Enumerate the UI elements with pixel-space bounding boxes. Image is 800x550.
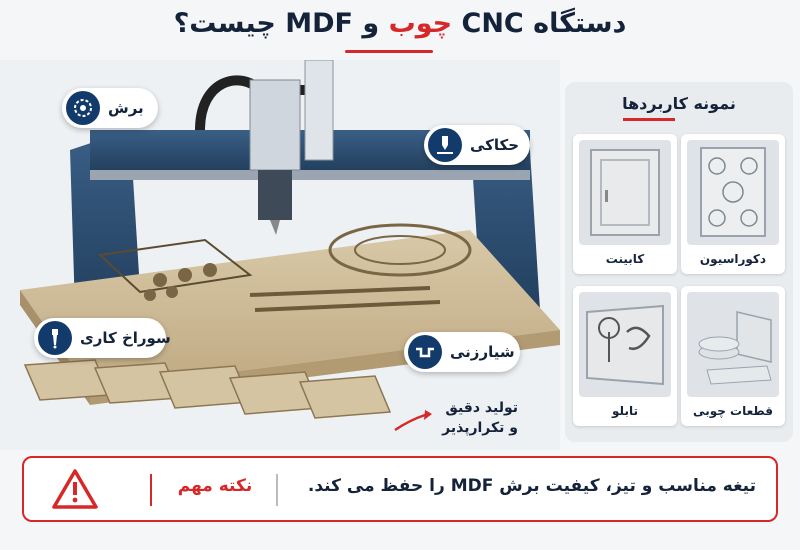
- cabinet-image: [579, 140, 671, 245]
- groove-channel-icon: [408, 335, 442, 369]
- callout-engrave: حکاکی: [424, 125, 530, 165]
- application-caption-sign: تابلو: [612, 404, 638, 418]
- title-prefix: دستگاه CNC: [461, 8, 627, 39]
- important-note: نکته مهم تیغه مناسب و تیز، کیفیت برش MDF…: [22, 456, 778, 522]
- application-caption-wood-parts: قطعات چوبی: [693, 404, 773, 418]
- callout-drill: سوراخ کاری: [34, 318, 171, 358]
- title-highlight: چوب: [388, 8, 453, 39]
- application-card-decoration: دکوراسیون: [681, 134, 785, 274]
- laser-engrave-icon: [428, 128, 462, 162]
- precision-note: تولید دقیق و تکرارپذیر: [428, 398, 518, 438]
- title-suffix: و MDF چیست؟: [173, 8, 380, 39]
- application-caption-cabinet: کابینت: [605, 252, 645, 266]
- note-text: تیغه مناسب و تیز، کیفیت برش MDF را حفظ م…: [307, 476, 756, 496]
- precision-line-1: تولید دقیق: [445, 400, 518, 416]
- callout-engrave-label: حکاکی: [470, 136, 520, 154]
- precision-line-2: و تکرارپذیر: [442, 420, 518, 436]
- application-card-wood-parts: قطعات چوبی: [681, 286, 785, 426]
- drill-bit-icon: [38, 321, 72, 355]
- applications-underline: [623, 118, 675, 121]
- callout-groove-label: شیارزنی: [450, 343, 515, 361]
- title-underline: [345, 50, 433, 53]
- note-divider-grey: [276, 474, 278, 506]
- applications-title: نمونه کاربردها: [622, 94, 736, 113]
- callout-groove: شیارزنی: [404, 332, 520, 372]
- note-label: نکته مهم: [177, 476, 253, 496]
- decoration-image: [687, 140, 779, 245]
- callout-drill-label: سوراخ کاری: [80, 329, 171, 347]
- application-card-cabinet: کابینت: [573, 134, 677, 274]
- application-card-sign: تابلو: [573, 286, 677, 426]
- page-title: دستگاه CNC چوب و MDF چیست؟: [0, 8, 800, 39]
- applications-panel: نمونه کاربردها کابینت دکوراسیون تابلو قط…: [565, 82, 793, 442]
- callout-cut-label: برش: [108, 99, 144, 117]
- callout-cut: برش: [62, 88, 158, 128]
- wood-parts-image: [687, 292, 779, 397]
- sign-image: [579, 292, 671, 397]
- warning-triangle-icon: [52, 469, 98, 509]
- note-divider-red: [150, 474, 152, 506]
- saw-blade-icon: [66, 91, 100, 125]
- application-caption-decoration: دکوراسیون: [699, 252, 767, 266]
